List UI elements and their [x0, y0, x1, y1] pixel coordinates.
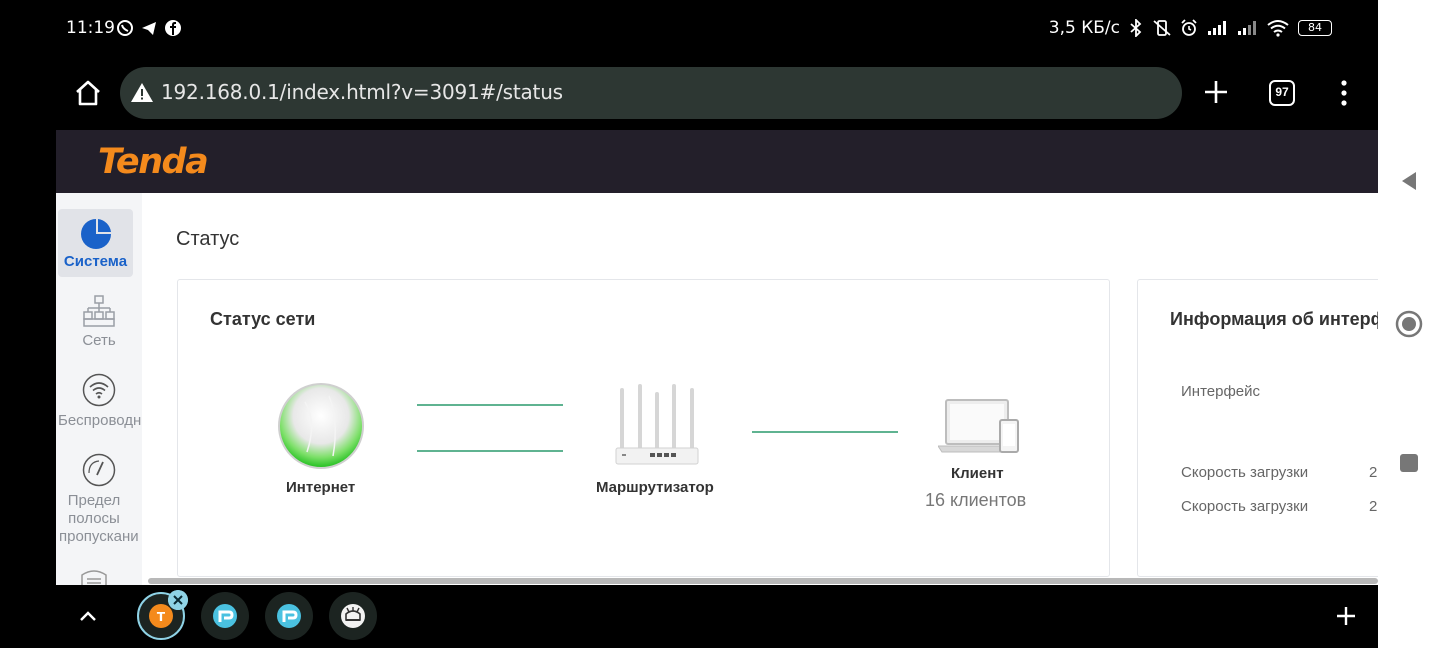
tab-switcher-button[interactable]: 97 [1269, 80, 1295, 106]
scrollbar-thumb[interactable] [148, 578, 1378, 584]
sidebar-item-network[interactable]: Сеть [56, 295, 142, 353]
router-header: Tenda [56, 130, 1378, 193]
warning-icon[interactable] [130, 81, 154, 105]
sidebar-item-wireless[interactable]: Беспроводн [56, 373, 142, 431]
page-title: Статус [176, 228, 240, 250]
wifi-icon [82, 373, 116, 407]
browser-toolbar: 192.168.0.1/index.html?v=3091#/status 97 [56, 56, 1378, 130]
router-icon[interactable] [614, 384, 700, 468]
back-icon[interactable] [1398, 170, 1420, 192]
network-tree-icon [83, 295, 115, 327]
tenda-logo[interactable]: Tenda [98, 142, 209, 182]
battery-level: 84 [1308, 21, 1322, 34]
interface-info-card: Информация об интерф Интерфейс Скорость … [1137, 279, 1378, 577]
facebook-icon [165, 20, 181, 36]
home-icon[interactable] [74, 79, 102, 107]
viber-icon [117, 20, 133, 36]
wan-link-line-1 [417, 404, 563, 406]
client-count[interactable]: 16 клиентов [925, 490, 1027, 510]
card-title: Статус сети [210, 309, 316, 329]
interface-key: Интерфейс [1181, 383, 1261, 400]
alarm-icon [1181, 19, 1197, 36]
sidebar: Система Сеть [56, 193, 142, 585]
upload-speed-key: Скорость загрузки [1181, 498, 1309, 515]
card-title: Информация об интерф [1170, 309, 1378, 329]
pie-chart-icon [80, 217, 113, 249]
document-icon[interactable] [80, 569, 108, 585]
network-status-card: Статус сети Интернет [177, 279, 1110, 577]
internet-label: Интернет [286, 479, 356, 496]
router-label: Маршрутизатор [596, 479, 714, 496]
lan-link-line [752, 431, 898, 433]
new-tab-icon[interactable] [1202, 78, 1230, 106]
recents-icon[interactable] [1398, 452, 1420, 474]
chevron-up-icon[interactable] [78, 606, 98, 626]
tab-tplink-1[interactable] [201, 592, 249, 640]
upload-speed-value: 2 [1369, 498, 1378, 515]
more-menu-icon[interactable] [1337, 78, 1351, 108]
phone-screen: 11:19 3,5 КБ/с 84 192.168.0.1/index.html… [56, 0, 1378, 648]
vibrate-off-icon [1153, 20, 1171, 36]
tplink-favicon-icon [277, 604, 301, 628]
router-favicon-icon [341, 604, 365, 628]
tab-router-3[interactable] [329, 592, 377, 640]
sidebar-item-system[interactable]: Система [58, 209, 133, 277]
sidebar-item-label: Предел полосы пропускани [59, 492, 139, 545]
tab-strip: T [56, 585, 1378, 648]
wan-link-line-2 [417, 450, 563, 452]
home-nav-icon[interactable] [1395, 310, 1423, 338]
download-speed-key: Скорость загрузки [1181, 464, 1309, 481]
tplink-favicon-icon [213, 604, 237, 628]
main-content: Статус Статус сети [142, 193, 1378, 585]
add-tab-icon[interactable] [1336, 606, 1356, 626]
status-bar: 11:19 3,5 КБ/с 84 [56, 0, 1378, 56]
client-label: Клиент [951, 465, 1004, 482]
wifi-status-icon [1267, 20, 1289, 37]
sidebar-item-bandwidth[interactable]: Предел полосы пропускани [56, 453, 142, 545]
bluetooth-icon [1130, 19, 1142, 37]
download-speed-value: 2 [1369, 464, 1378, 481]
status-icons: 3,5 КБ/с 84 [1049, 18, 1332, 38]
gauge-icon [82, 453, 116, 487]
signal-sim1-icon [1208, 21, 1226, 35]
close-tab-icon[interactable] [168, 590, 188, 610]
horizontal-scrollbar[interactable] [142, 577, 1378, 585]
tenda-favicon-icon: T [149, 604, 173, 628]
network-speed: 3,5 КБ/с [1048, 18, 1120, 38]
url-text[interactable]: 192.168.0.1/index.html?v=3091#/status [161, 80, 563, 104]
tab-count: 97 [1275, 85, 1289, 99]
sidebar-item-label: Сеть [82, 332, 116, 349]
client-devices-icon[interactable] [938, 398, 1022, 456]
svg-text:T: T [157, 610, 166, 624]
router-page: Система Сеть [56, 193, 1378, 585]
clock: 11:19 [66, 18, 115, 38]
sidebar-item-label: Беспроводн [58, 412, 142, 429]
sidebar-item-label: Система [63, 253, 128, 270]
battery-icon: 84 [1298, 20, 1332, 36]
tab-tplink-2[interactable] [265, 592, 313, 640]
telegram-icon [142, 22, 156, 35]
internet-globe-icon[interactable] [277, 382, 365, 470]
address-bar[interactable]: 192.168.0.1/index.html?v=3091#/status [120, 67, 1182, 119]
signal-sim2-icon [1238, 21, 1256, 35]
